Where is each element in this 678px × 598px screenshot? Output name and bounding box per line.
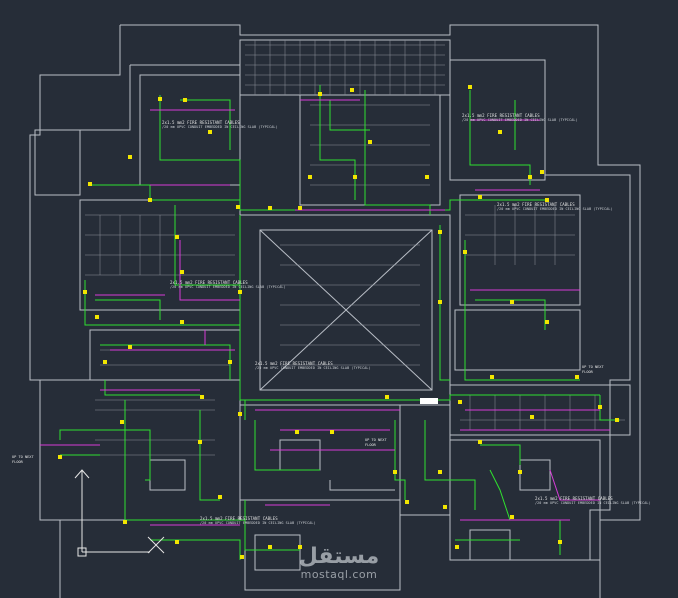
riser-line1: UP TO NEXT [365, 438, 387, 442]
cable-annotation: 2x1.5 mm2 FIRE RESISTANT CABLES /20 mm U… [497, 202, 613, 212]
annotation-title: 2x1.5 mm2 FIRE RESISTANT CABLES [535, 496, 613, 501]
annotation-note: /20 mm UPVC CONDUIT EMBEDDED IN CEILING … [170, 285, 286, 289]
annotation-note: /20 mm UPVC CONDUIT EMBEDDED IN CEILING … [200, 521, 316, 525]
annotation-note: /20 mm UPVC CONDUIT EMBEDDED IN CEILING … [462, 118, 578, 122]
annotation-note: /20 mm UPVC CONDUIT EMBEDDED IN CEILING … [255, 366, 371, 370]
cable-annotation: 2x1.5 mm2 FIRE RESISTANT CABLES /20 mm U… [462, 113, 578, 123]
cable-routes [59, 85, 620, 560]
watermark-latin: mostaql.com [300, 568, 378, 581]
cable-annotation: 2x1.5 mm2 FIRE RESISTANT CABLES /20 mm U… [535, 496, 651, 506]
annotation-title: 2x1.5 mm2 FIRE RESISTANT CABLES [255, 361, 333, 366]
cable-annotation: 2x1.5 mm2 FIRE RESISTANT CABLES /20 mm U… [162, 120, 278, 130]
device-markers [58, 85, 619, 559]
annotation-title: 2x1.5 mm2 FIRE RESISTANT CABLES [200, 516, 278, 521]
furniture-hatching [85, 40, 625, 456]
architectural-walls [29, 24, 641, 598]
riser-note: UP TO NEXT FLOOR [12, 455, 34, 464]
riser-line2: FLOOR [365, 442, 376, 447]
cable-annotation: 2x1.5 mm2 FIRE RESISTANT CABLES /20 mm U… [170, 280, 286, 290]
riser-line1: UP TO NEXT [582, 365, 604, 369]
riser-line2: FLOOR [582, 369, 593, 374]
conduit-runs [40, 99, 610, 526]
riser-line1: UP TO NEXT [12, 455, 34, 459]
electrical-panel [420, 398, 438, 404]
riser-line2: FLOOR [12, 459, 23, 464]
annotation-title: 2x1.5 mm2 FIRE RESISTANT CABLES [170, 280, 248, 285]
riser-note: UP TO NEXT FLOOR [582, 365, 604, 374]
annotation-title: 2x1.5 mm2 FIRE RESISTANT CABLES [162, 120, 240, 125]
watermark-arabic: مستقل [298, 544, 380, 569]
mostaql-watermark: مستقل mostaql.com [296, 545, 382, 581]
annotation-note: /20 mm UPVC CONDUIT EMBEDDED IN CEILING … [162, 125, 278, 129]
annotation-title: 2x1.5 mm2 FIRE RESISTANT CABLES [497, 202, 575, 207]
ucs-axis-icon [74, 469, 165, 557]
cable-annotation: 2x1.5 mm2 FIRE RESISTANT CABLES /20 mm U… [255, 361, 371, 371]
riser-note: UP TO NEXT FLOOR [365, 438, 387, 447]
cable-annotation: 2x1.5 mm2 FIRE RESISTANT CABLES /20 mm U… [200, 516, 316, 526]
annotation-note: /20 mm UPVC CONDUIT EMBEDDED IN CEILING … [535, 501, 651, 505]
annotation-note: /20 mm UPVC CONDUIT EMBEDDED IN CEILING … [497, 207, 613, 211]
annotation-title: 2x1.5 mm2 FIRE RESISTANT CABLES [462, 113, 540, 118]
